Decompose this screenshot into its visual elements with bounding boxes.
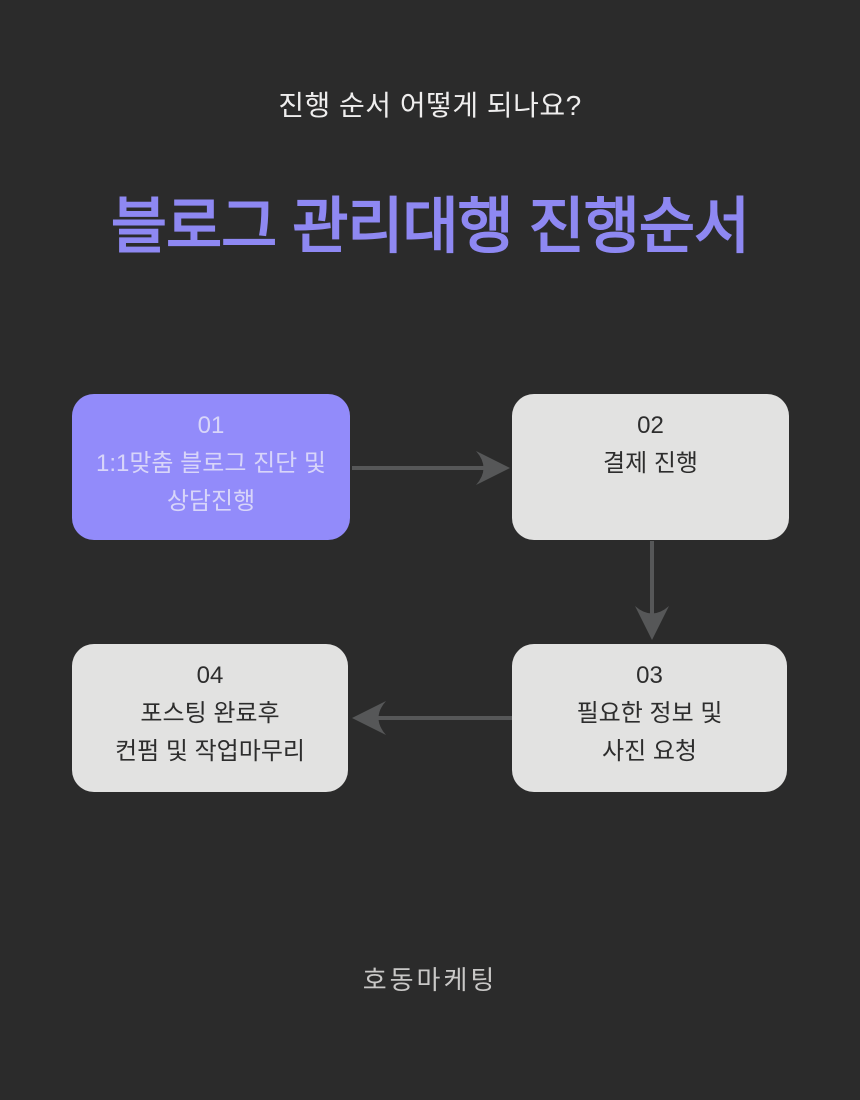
flow-step-1: 01 1:1맞춤 블로그 진단 및 상담진행 [72,394,350,540]
step-text-line: 필요한 정보 및 [576,700,723,727]
arrow-right-icon [352,451,510,485]
step-text-line: 1:1맞춤 블로그 진단 및 [95,450,326,477]
page-subtitle: 진행 순서 어떻게 되나요? [278,90,582,121]
step-number: 02 [637,412,664,439]
flow-step-2: 02 결제 진행 [512,394,789,540]
step-number: 01 [197,412,225,439]
brand-footer: 호동마케팅 [362,965,498,995]
arrow-left-icon [352,701,512,735]
step-number: 03 [636,662,663,689]
step-text-line: 결제 진행 [603,450,698,477]
step-text-line: 컨펌 및 작업마무리 [115,738,305,765]
flow-step-3: 03 필요한 정보 및 사진 요청 [512,644,787,792]
step-text-line: 상담진행 [166,488,256,515]
arrow-down-icon [635,541,669,640]
step-text-line: 사진 요청 [602,738,697,765]
step-number: 04 [196,662,224,689]
flow-step-4: 04 포스팅 완료후 컨펌 및 작업마무리 [72,644,348,792]
page-title: 블로그 관리대행 진행순서 [110,192,750,260]
step-text-line: 포스팅 완료후 [140,700,280,727]
